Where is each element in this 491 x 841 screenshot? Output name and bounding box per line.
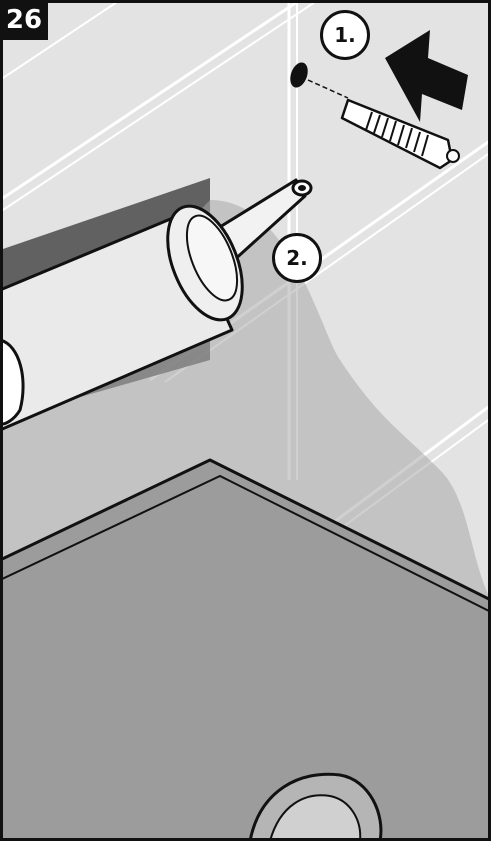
wall-plug-icon [340, 98, 460, 170]
shower-tray-icon [0, 458, 491, 841]
drill-hole-icon [290, 62, 349, 99]
silicone-gun-icon [0, 178, 313, 432]
callout-step-2: 2. [272, 233, 322, 283]
step-number-badge: 26 [0, 0, 48, 40]
callout-step-1: 1. [320, 10, 370, 60]
arrow-icon [385, 30, 468, 122]
